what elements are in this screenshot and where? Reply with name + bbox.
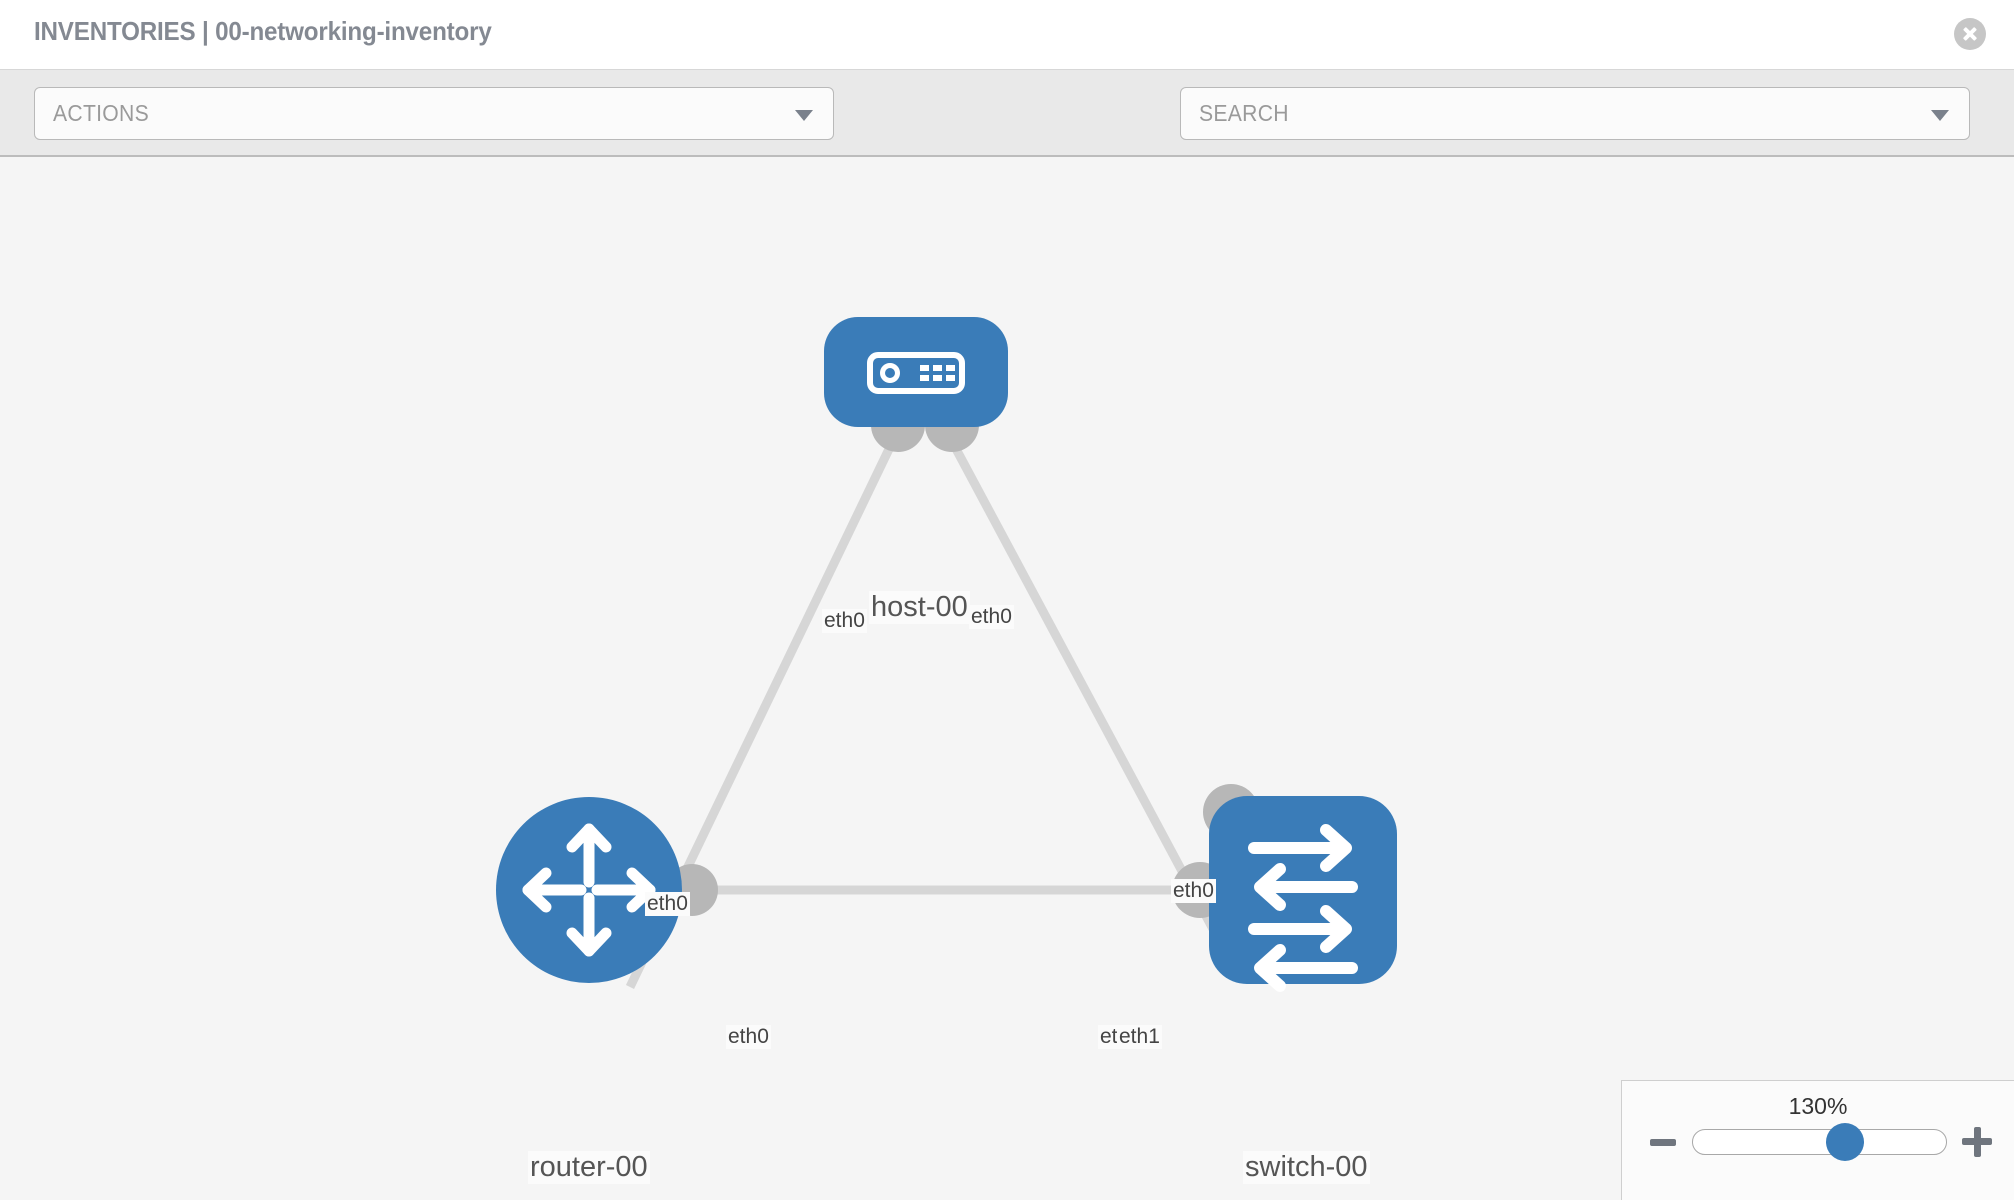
page-header: INVENTORIES | 00-networking-inventory — [0, 0, 2014, 70]
interface-label: eth0 — [645, 892, 690, 916]
search-input[interactable]: SEARCH — [1180, 87, 1970, 140]
actions-dropdown[interactable]: ACTIONS — [34, 87, 834, 140]
node-label-router-00: router-00 — [528, 1151, 650, 1184]
interface-label: eth0 — [822, 609, 867, 633]
server-icon — [867, 352, 965, 394]
zoom-percent-label: 130% — [1788, 1093, 1848, 1119]
switch-arrows-icon — [1248, 824, 1358, 992]
node-label-switch-00: switch-00 — [1243, 1151, 1370, 1184]
chevron-down-icon — [795, 109, 813, 121]
node-switch-00[interactable] — [1209, 796, 1397, 992]
zoom-slider[interactable] — [1692, 1123, 1947, 1161]
search-placeholder: SEARCH — [1199, 100, 1289, 126]
node-host-00[interactable] — [824, 317, 1008, 427]
router-arrows-icon — [522, 823, 656, 957]
topology-canvas[interactable]: eth0 host-00 eth0 eth0 eth0 eth0 eth eth… — [0, 157, 2014, 1200]
plus-icon[interactable] — [1962, 1127, 1992, 1157]
toolbar: ACTIONS SEARCH — [0, 70, 2014, 199]
interface-label: eth0 — [969, 605, 1014, 629]
interface-label: eth0 — [1171, 879, 1216, 903]
close-icon[interactable] — [1954, 18, 1986, 50]
node-label-host-00: host-00 — [869, 591, 970, 624]
zoom-control: 130% — [1621, 1080, 2014, 1200]
minus-icon[interactable] — [1650, 1129, 1676, 1155]
node-router-00[interactable] — [496, 797, 682, 983]
topology-links — [625, 444, 1232, 989]
page-title: INVENTORIES | 00-networking-inventory — [34, 16, 492, 46]
actions-dropdown-label: ACTIONS — [53, 100, 149, 126]
interface-label: eth1 — [1117, 1025, 1162, 1049]
topology-graph — [496, 317, 1397, 992]
chevron-down-icon — [1931, 109, 1949, 121]
zoom-slider-thumb[interactable] — [1825, 1123, 1864, 1161]
interface-label: eth0 — [726, 1025, 771, 1049]
